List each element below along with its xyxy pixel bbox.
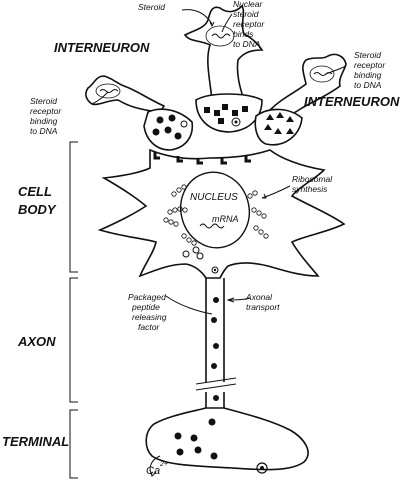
label-steroid-left-4: to DNA — [30, 126, 58, 136]
label-nuclear-2: steroid — [233, 9, 259, 19]
axon — [195, 266, 237, 408]
label-interneuron-right: INTERNEURON — [304, 94, 400, 109]
label-interneuron-left: INTERNEURON — [54, 40, 150, 55]
label-nuclear-1: Nuclear — [233, 0, 263, 9]
label-nucleus: NUCLEUS — [190, 192, 238, 203]
nucleus — [180, 171, 250, 249]
label-nuclear-5: to DNA — [233, 39, 261, 49]
label-cell-2: BODY — [18, 202, 57, 217]
label-ribosomal-2: synthesis — [292, 184, 328, 194]
label-steroid-left-1: Steroid — [30, 96, 57, 106]
left-interneuron — [85, 75, 194, 151]
label-packaged-1: Packaged — [128, 292, 166, 302]
label-steroid-left-2: receptor — [30, 106, 62, 116]
label-ribosomal-1: Ribosomal — [292, 174, 333, 184]
label-steroid-right-1: Steroid — [354, 50, 381, 60]
label-steroid-left-3: binding — [30, 116, 58, 126]
label-steroid: Steroid — [138, 2, 165, 12]
top-terminal — [195, 93, 263, 133]
label-steroid-right-2: receptor — [354, 60, 386, 70]
ribosome-chains — [163, 184, 269, 260]
label-packaged-4: factor — [138, 322, 160, 332]
label-packaged-2: peptide — [131, 302, 160, 312]
top-interneuron — [183, 4, 264, 101]
label-calcium-charge: 2+ — [159, 461, 168, 468]
pointer-lines — [91, 9, 347, 315]
label-calcium: Ca — [146, 465, 160, 477]
label-steroid-right-3: binding — [354, 70, 382, 80]
label-nuclear-3: receptor — [233, 19, 265, 29]
label-axonal-1: Axonal — [245, 292, 273, 302]
label-axon: AXON — [17, 334, 56, 349]
label-packaged-3: releasing — [132, 312, 167, 322]
label-steroid-right-4: to DNA — [354, 80, 382, 90]
label-cell-1: CELL — [18, 184, 52, 199]
label-terminal: TERMINAL — [2, 434, 69, 449]
section-brackets — [69, 141, 78, 479]
terminal — [145, 407, 309, 477]
label-nuclear-4: binds — [233, 29, 254, 39]
label-mrna: mRNA — [212, 214, 239, 224]
label-axonal-2: transport — [246, 302, 280, 312]
